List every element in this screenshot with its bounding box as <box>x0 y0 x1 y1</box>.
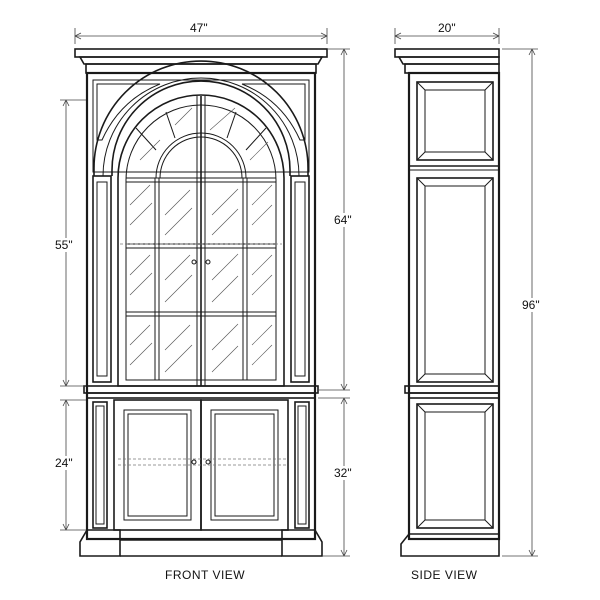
front-view-drawing <box>74 48 328 557</box>
front-arch-mid <box>102 77 300 177</box>
front-glass-doors-frame <box>117 94 285 387</box>
front-lower-left-knob <box>191 459 197 465</box>
front-left-pilaster-inset <box>96 181 108 377</box>
front-lower-left-pilaster <box>92 401 108 529</box>
side-mid-bevel-3 <box>416 373 426 383</box>
lower-door-height-label: 24" <box>54 456 74 470</box>
side-top-bevel-4 <box>484 151 494 161</box>
front-right-pilaster-inset <box>294 181 306 377</box>
front-fanlight-inner-arc <box>159 136 243 179</box>
front-glass-area <box>125 104 277 381</box>
front-left-glass-knob <box>191 259 197 265</box>
front-width-label: 47" <box>189 21 209 35</box>
side-low-bevel-1 <box>416 403 426 413</box>
side-waist-base <box>408 392 500 399</box>
side-top-bevel-2 <box>484 81 494 91</box>
front-crown-base <box>85 63 317 74</box>
side-mid-bevel-2 <box>484 177 494 187</box>
side-mid-bevel-4 <box>484 373 494 383</box>
front-case-outline <box>85 71 317 541</box>
upper-height-label: 64" <box>333 213 353 227</box>
front-fanlight-outer-arc <box>155 132 247 179</box>
front-left-spandrel <box>96 83 161 141</box>
front-lower-right-pilaster-inset <box>297 405 307 525</box>
side-mid-bevel-1 <box>416 177 426 187</box>
front-view-caption: FRONT VIEW <box>165 568 246 582</box>
front-lower-left-door <box>113 399 202 531</box>
side-middle-panel <box>416 177 494 383</box>
front-fan-spoke-3 <box>226 111 237 139</box>
front-lower-right-pilaster <box>294 401 310 529</box>
front-crown-mid <box>78 56 324 65</box>
side-lower-panel <box>416 403 494 529</box>
side-crown-base <box>404 63 500 74</box>
front-left-foot <box>79 529 121 557</box>
side-crown-mid <box>397 56 500 65</box>
front-lower-left-pilaster-inset <box>95 405 105 525</box>
side-low-bevel-3 <box>416 519 426 529</box>
front-crown-top <box>74 48 328 58</box>
side-low-bevel-4 <box>484 519 494 529</box>
lower-height-label: 32" <box>333 466 353 480</box>
side-view-drawing <box>394 48 501 557</box>
side-top-panel-inset <box>424 89 486 153</box>
glass-door-height-label: 55" <box>54 238 74 252</box>
front-lower-right-knob <box>205 459 211 465</box>
front-left-pilaster <box>92 175 112 383</box>
front-right-spandrel <box>241 83 306 141</box>
front-arch-outer <box>93 60 309 176</box>
front-right-foot <box>281 529 323 557</box>
front-arch-inner <box>111 80 291 176</box>
side-case-outline <box>407 71 501 541</box>
front-fan-spoke-2 <box>165 111 176 139</box>
front-waist-molding-base <box>86 392 316 399</box>
side-view-caption: SIDE VIEW <box>411 568 478 582</box>
overall-height-label: 96" <box>521 298 541 312</box>
side-top-bevel-3 <box>416 151 426 161</box>
side-top-bevel-1 <box>416 81 426 91</box>
side-low-bevel-2 <box>484 403 494 413</box>
front-glass-hatching <box>129 107 273 373</box>
side-waist-molding <box>404 385 500 394</box>
front-fan-spoke-4 <box>245 127 267 151</box>
front-right-pilaster <box>290 175 310 383</box>
front-fan-spoke-1 <box>135 127 157 151</box>
side-lower-panel-inset <box>424 411 486 521</box>
side-crown-top <box>394 48 500 58</box>
front-waist-molding <box>83 385 319 394</box>
side-depth-label: 20" <box>437 21 457 35</box>
side-middle-panel-inset <box>424 185 486 375</box>
side-base <box>400 533 500 557</box>
side-top-panel <box>416 81 494 161</box>
front-right-glass-knob <box>205 259 211 265</box>
